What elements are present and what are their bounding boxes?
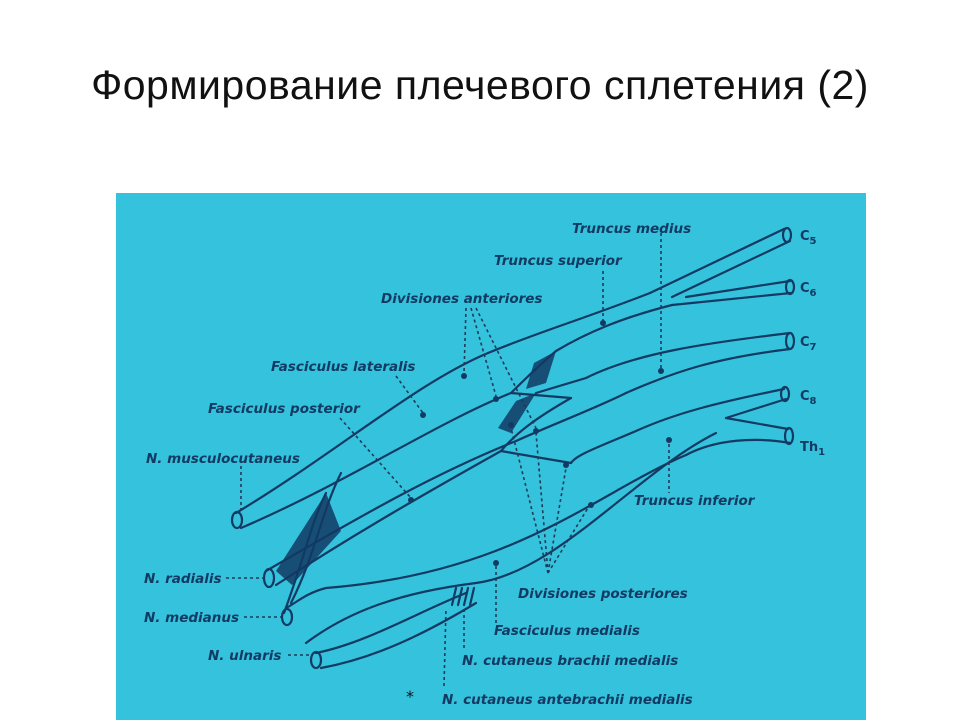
lead-div-ant-1	[463, 307, 467, 374]
lead-div-post-4	[547, 502, 592, 574]
label-divisiones-anteriores: Divisiones anteriores	[381, 291, 542, 307]
n-musculocutaneus-end	[230, 510, 244, 530]
fasciculus-lateralis-lower	[239, 391, 513, 530]
dot-fasc-lat	[420, 412, 426, 418]
division-cross-5	[569, 429, 638, 465]
shade-posterior-1	[526, 351, 556, 389]
root-c6	[684, 279, 792, 299]
n-cutaneus-brachii-medialis	[450, 586, 464, 607]
lead-fasc-lat	[395, 375, 424, 414]
root-c6-end	[784, 278, 796, 296]
dot-truncus-medius	[658, 368, 664, 374]
fasciculus-medialis-upper	[284, 453, 688, 610]
truncus-superior-upper	[486, 291, 652, 355]
division-cross-4	[499, 396, 573, 465]
label-c6: C6	[800, 281, 817, 299]
root-th1-lower	[684, 438, 792, 457]
label-c8: C8	[800, 389, 817, 407]
dot-fasc-med	[493, 560, 499, 566]
label-th1: Th1	[800, 440, 825, 458]
root-c5-end	[781, 226, 793, 244]
asterisk-mark: *	[406, 687, 414, 706]
label-truncus-medius: Truncus medius	[572, 221, 691, 237]
root-c5-lower	[670, 239, 792, 299]
root-c8-end	[779, 385, 791, 403]
root-th1-upper	[724, 416, 790, 431]
label-n-medianus: N. medianus	[144, 610, 239, 626]
brachial-plexus-diagram: C5 C6 C7 C8 Th1 Truncus medius Truncus s…	[116, 193, 866, 720]
division-cross-2	[534, 376, 588, 395]
root-c7-upper	[584, 331, 792, 380]
shaded-parts	[276, 351, 556, 585]
dot-div-ant-1	[461, 373, 467, 379]
label-n-radialis: N. radialis	[144, 571, 222, 587]
dot-div-ant-3	[533, 428, 539, 434]
dot-div-post-2	[563, 462, 569, 468]
root-c5	[648, 227, 786, 295]
dot-div-post-3	[588, 502, 594, 508]
dot-truncus-inferior	[666, 437, 672, 443]
leader-lines	[226, 233, 670, 687]
label-c5: C5	[800, 229, 817, 247]
root-c8-upper	[634, 387, 786, 433]
root-c7-lower	[624, 347, 792, 395]
n-radialis-end	[262, 567, 276, 589]
fasciculus-lateralis-upper	[234, 351, 490, 515]
label-divisiones-posteriores: Divisiones posteriores	[518, 586, 688, 602]
plexus-svg: C5 C6 C7 C8 Th1 Truncus medius Truncus s…	[144, 221, 825, 708]
dot-div-ant-2	[493, 396, 499, 402]
lead-cut-antebrachii	[443, 607, 447, 687]
n-ulnaris-lower	[319, 601, 478, 670]
label-fasciculus-posterior: Fasciculus posterior	[208, 401, 361, 417]
lead-div-post-2	[535, 432, 549, 574]
label-fasciculus-medialis: Fasciculus medialis	[494, 623, 640, 639]
truncus-superior-lower	[554, 303, 674, 353]
label-n-musculocutaneus: N. musculocutaneus	[146, 451, 300, 467]
n-ulnaris-end	[309, 650, 323, 670]
lead-div-post-1	[510, 427, 549, 574]
dot-div-post-1	[508, 422, 514, 428]
root-c7-end	[784, 331, 796, 351]
n-ulnaris-upper	[314, 591, 468, 655]
label-n-cutaneus-brachii-medialis: N. cutaneus brachii medialis	[462, 653, 678, 669]
label-n-ulnaris: N. ulnaris	[208, 648, 281, 664]
lead-div-ant-3	[475, 307, 537, 429]
root-c8-lower	[724, 397, 788, 420]
slide-title: Формирование плечевого сплетения (2)	[91, 62, 869, 108]
division-cross-3	[514, 391, 628, 443]
label-c7: C7	[800, 335, 817, 353]
shade-posterior-3	[276, 493, 341, 585]
fasciculus-medialis-lower	[304, 431, 718, 645]
shade-posterior-2	[498, 393, 536, 433]
dot-fasc-post	[408, 497, 414, 503]
root-labels: C5 C6 C7 C8 Th1	[800, 229, 825, 458]
n-cutaneus-antebrachii-medialis	[462, 586, 476, 607]
marker-dots	[408, 320, 672, 566]
label-truncus-superior: Truncus superior	[494, 253, 623, 269]
label-fasciculus-lateralis: Fasciculus lateralis	[271, 359, 415, 375]
n-medianus-end	[280, 607, 294, 627]
label-n-cutaneus-antebrachii-medialis: N. cutaneus antebrachii medialis	[442, 692, 693, 708]
label-truncus-inferior: Truncus inferior	[634, 493, 756, 509]
root-th1-end	[783, 426, 795, 446]
lead-fasc-post	[339, 417, 412, 499]
structure-labels: Truncus medius Truncus superior Division…	[144, 221, 756, 708]
root-c6-lower	[670, 291, 793, 307]
dot-truncus-superior	[600, 320, 606, 326]
